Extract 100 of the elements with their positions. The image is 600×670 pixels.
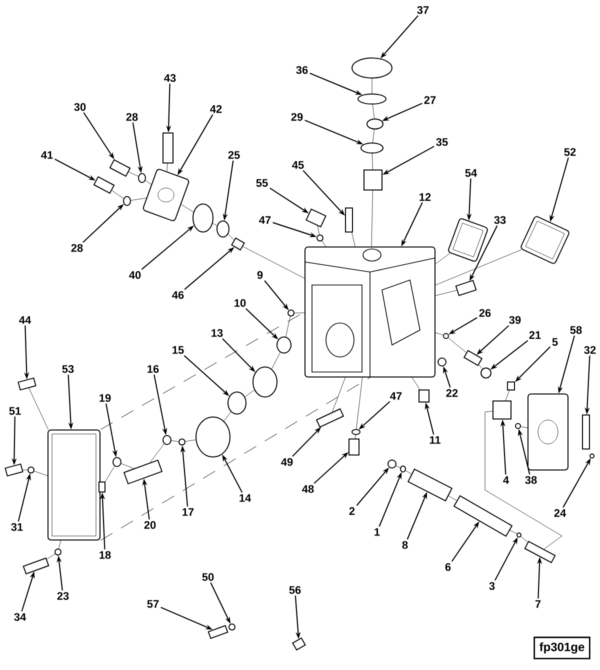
callout-number: 47	[390, 392, 402, 400]
part	[345, 208, 353, 232]
assembly-line	[286, 316, 290, 337]
assembly-line	[294, 312, 305, 314]
ring	[196, 416, 230, 458]
part	[364, 170, 382, 190]
callout-number: 28	[71, 244, 83, 252]
ring	[366, 118, 384, 130]
ring	[28, 466, 34, 474]
callout-number: 9	[257, 271, 263, 279]
callout-number: 7	[535, 600, 541, 608]
callout-number: 43	[164, 74, 176, 82]
callout-number: 30	[74, 103, 86, 111]
assembly-line	[435, 249, 522, 286]
assembly-line	[145, 180, 152, 185]
assembly-line	[435, 332, 444, 336]
assembly-line	[435, 290, 457, 296]
callout-number: 51	[9, 407, 21, 415]
callout-number: 8	[402, 541, 408, 549]
callout-number: 50	[202, 573, 214, 581]
assembly-line	[372, 153, 373, 170]
assembly-line	[510, 530, 517, 534]
assembly-line	[212, 223, 218, 226]
assembly-line	[166, 163, 168, 172]
callout-number: 11	[430, 436, 440, 444]
assembly-line	[354, 434, 356, 439]
assembly-line	[396, 466, 400, 468]
assembly-line	[46, 554, 56, 560]
callout-number: 36	[296, 66, 308, 74]
callout-number: 19	[100, 394, 111, 402]
callout-number: 52	[564, 148, 576, 156]
gasket-drawing	[48, 430, 100, 540]
callout-number: 2	[349, 507, 355, 515]
assembly-line	[505, 390, 510, 401]
callout-number: 13	[212, 329, 223, 337]
assembly-line	[185, 440, 196, 442]
ring	[276, 336, 292, 354]
callout-number: 39	[509, 316, 521, 324]
assembly-line	[130, 198, 146, 201]
callout-number: 41	[41, 151, 53, 159]
ring	[123, 196, 131, 206]
ring	[54, 548, 62, 556]
callout-number: 18	[100, 551, 111, 559]
ring	[352, 429, 360, 435]
assembly-line	[352, 232, 356, 247]
assembly-line	[356, 377, 363, 430]
assembly-line	[405, 470, 412, 474]
assembly-line	[58, 540, 61, 549]
figure-code-box: fp301ge	[534, 636, 590, 660]
assembly-line	[520, 536, 528, 542]
callout-number: 16	[148, 365, 159, 373]
assembly-line	[484, 410, 562, 550]
part	[162, 132, 174, 164]
ring	[400, 466, 406, 472]
callout-number: 53	[62, 365, 74, 373]
assembly-line	[448, 338, 467, 353]
callout-number: 46	[172, 291, 184, 299]
assembly-line	[372, 129, 374, 143]
part	[98, 482, 106, 492]
assembly-line	[272, 352, 280, 370]
ring	[162, 435, 172, 445]
assembly-line	[242, 246, 305, 278]
part	[348, 438, 360, 456]
part	[524, 540, 556, 564]
ring	[516, 532, 522, 538]
ring	[590, 454, 594, 458]
ring	[515, 423, 521, 429]
callout-number: 45	[292, 161, 304, 169]
assembly-line	[128, 172, 138, 176]
assembly-line	[412, 377, 420, 390]
callout-number: 22	[446, 389, 458, 397]
ring	[480, 368, 492, 378]
gasket-drawing	[520, 216, 570, 264]
assembly-line	[478, 364, 483, 370]
callout-number: 15	[172, 346, 184, 354]
callout-number: 47	[259, 216, 271, 224]
part	[582, 414, 590, 450]
callout-number: 5	[552, 338, 558, 346]
assembly-line	[171, 440, 179, 442]
ring	[228, 624, 236, 630]
ring	[216, 220, 230, 238]
callout-number: 28	[126, 113, 138, 121]
callout-number: 58	[570, 326, 582, 334]
assembly-line	[112, 190, 124, 199]
callout-number: 12	[420, 193, 431, 201]
assembly-line	[372, 104, 375, 119]
assembly-line	[332, 377, 346, 412]
ring	[316, 234, 324, 242]
gasket-drawing	[448, 218, 488, 262]
part	[109, 159, 131, 177]
ring	[443, 333, 449, 339]
callout-number: 42	[210, 105, 222, 113]
callout-number: 17	[182, 508, 194, 516]
callout-number: 56	[289, 586, 301, 594]
assembly-line	[322, 240, 326, 247]
assembly-line	[244, 390, 254, 398]
ring	[360, 142, 384, 154]
ring	[192, 204, 214, 232]
part	[306, 208, 326, 228]
assembly-line	[105, 466, 115, 482]
